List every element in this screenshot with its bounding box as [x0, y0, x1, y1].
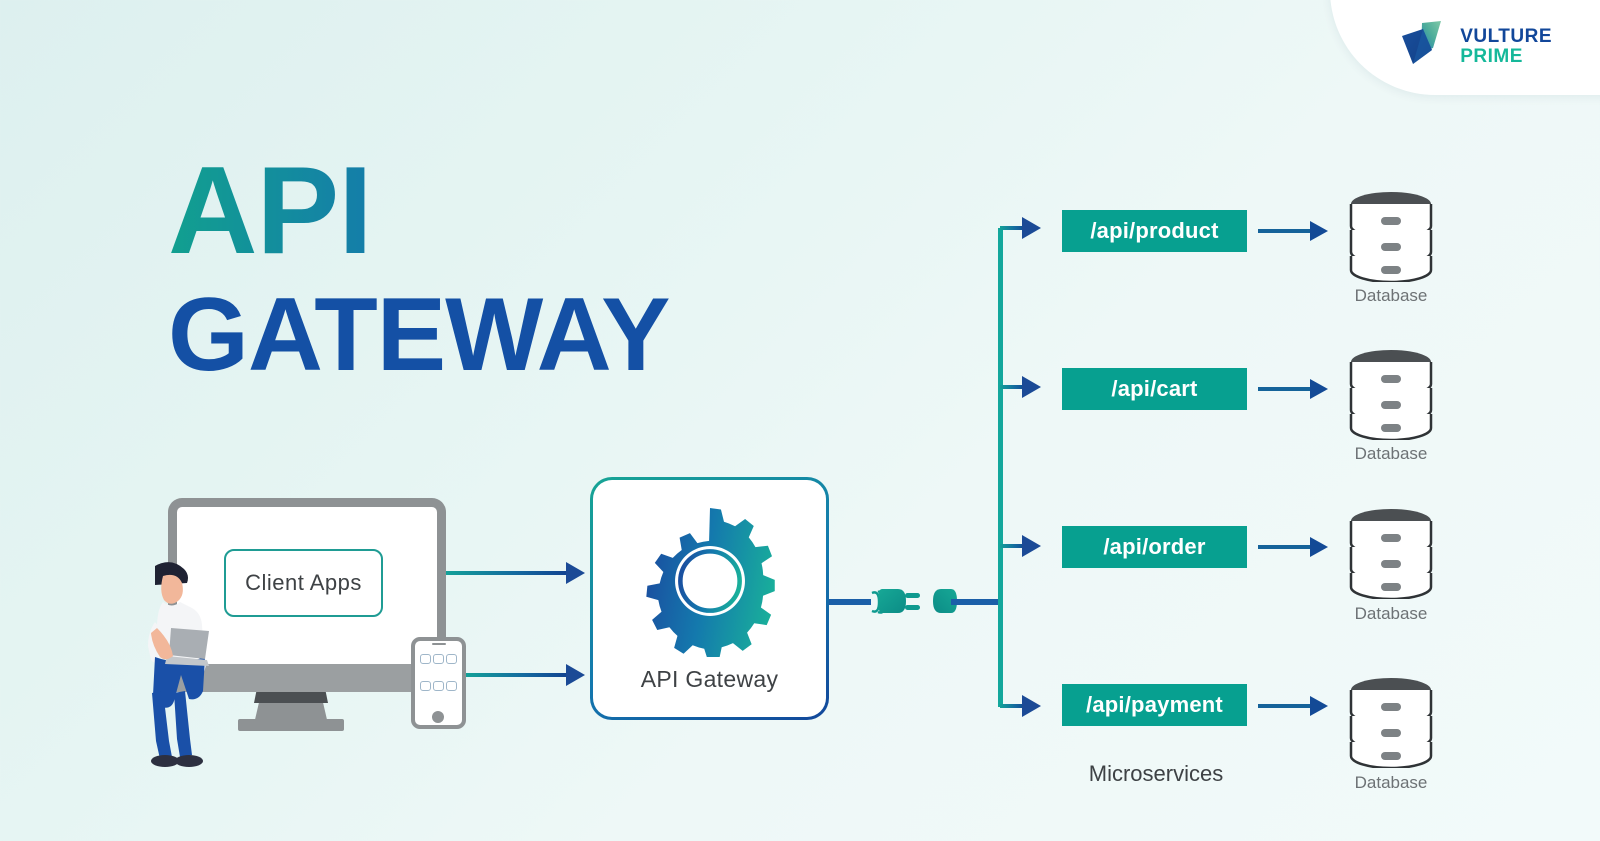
endpoint-box-api-cart[interactable]: /api/cart — [1062, 368, 1247, 410]
branch-line-3 — [1000, 544, 1028, 548]
page-title: API GATEWAY — [168, 149, 671, 394]
branch-line-1 — [1000, 226, 1028, 230]
endpoint-box-api-payment[interactable]: /api/payment — [1062, 684, 1247, 726]
branch-arrow-4 — [1022, 695, 1041, 717]
monitor-base — [238, 719, 344, 731]
connector-line-right — [951, 599, 1001, 605]
client-apps-box[interactable]: Client Apps — [224, 549, 383, 617]
arrow-order-to-db-head — [1310, 537, 1328, 557]
phone-app-icon — [433, 680, 444, 691]
arrow-phone-to-gateway-head — [566, 664, 585, 686]
title-line-api: API — [168, 149, 670, 273]
database-cylinder-icon — [1348, 348, 1434, 445]
arrow-product-to-db — [1258, 229, 1314, 233]
arrow-product-to-db-head — [1310, 221, 1328, 241]
title-line-gateway: GATEWAY — [168, 277, 671, 394]
brand-line-2: PRIME — [1460, 45, 1523, 67]
endpoint-label: /api/cart — [1111, 376, 1198, 401]
api-gateway-card[interactable]: API Gateway — [590, 477, 829, 720]
phone-app-icon — [446, 680, 457, 691]
vulture-prime-logo-icon — [1396, 18, 1448, 75]
database-cylinder-icon — [1348, 676, 1434, 773]
branch-arrow-1 — [1022, 217, 1041, 239]
power-socket-icon — [929, 578, 963, 631]
phone-app-icon — [433, 654, 444, 664]
arrow-cart-to-db — [1258, 387, 1314, 391]
brand-logo: VULTURE PRIME — [1396, 18, 1552, 75]
endpoint-label: /api/payment — [1086, 692, 1223, 717]
phone-speaker — [432, 643, 446, 645]
phone-app-icon — [420, 654, 431, 664]
client-apps-label: Client Apps — [245, 570, 362, 595]
endpoint-label: /api/order — [1103, 534, 1206, 559]
branch-arrow-3 — [1022, 535, 1041, 557]
brand-line-1: VULTURE — [1460, 26, 1552, 48]
database-cylinder-icon — [1348, 190, 1434, 287]
brand-wordmark: VULTURE PRIME — [1460, 27, 1552, 66]
database-label-4: Database — [1354, 773, 1428, 792]
database-label-2: Database — [1354, 444, 1428, 463]
endpoint-label: /api/product — [1090, 218, 1219, 243]
arrow-cart-to-db-head — [1310, 379, 1328, 399]
arrow-phone-to-gateway — [466, 673, 572, 677]
phone-app-icon — [420, 680, 431, 691]
power-plug-icon — [868, 578, 920, 631]
api-gateway-label: API Gateway — [640, 665, 779, 692]
microservices-trunk-line — [998, 228, 1003, 707]
arrow-client-to-gateway-top — [446, 571, 572, 575]
endpoint-box-api-order[interactable]: /api/order — [1062, 526, 1247, 568]
gear-icon — [634, 505, 786, 662]
arrow-payment-to-db-head — [1310, 696, 1328, 716]
arrow-payment-to-db — [1258, 704, 1314, 708]
monitor-neck-top — [254, 692, 328, 703]
database-label-3: Database — [1354, 604, 1428, 623]
connector-line-left — [829, 599, 871, 605]
phone-home-button — [432, 711, 444, 723]
database-cylinder-icon — [1348, 507, 1434, 604]
branch-arrow-2 — [1022, 376, 1041, 398]
phone-screen — [418, 652, 459, 707]
monitor-bottom-bar — [168, 664, 458, 692]
arrow-client-to-gateway-top-head — [566, 562, 585, 584]
database-label-1: Database — [1354, 286, 1428, 305]
branch-line-2 — [1000, 385, 1028, 389]
person-with-laptop-icon — [133, 558, 209, 770]
microservices-group-label: Microservices — [1088, 761, 1224, 786]
branch-line-4 — [1000, 704, 1028, 708]
phone-app-icon — [446, 654, 457, 664]
endpoint-box-api-product[interactable]: /api/product — [1062, 210, 1247, 252]
arrow-order-to-db — [1258, 545, 1314, 549]
